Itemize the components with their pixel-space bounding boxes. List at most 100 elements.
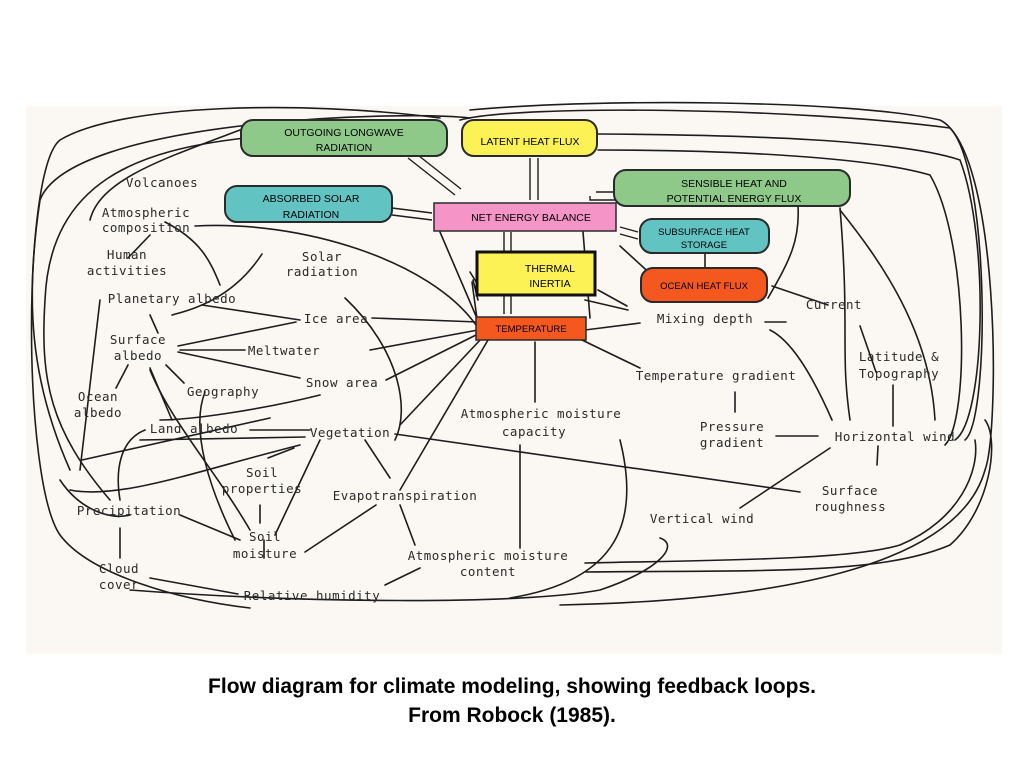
node-snow-area: Snow area [306, 375, 378, 390]
svg-text:moisture: moisture [233, 546, 297, 561]
node-land-albedo: Land albedo [150, 421, 238, 436]
node-latitude-topography: Latitude & Topography [859, 349, 939, 381]
svg-text:Topography: Topography [859, 366, 939, 381]
node-pressure-gradient: Pressure gradient [700, 419, 764, 450]
node-geography: Geography [187, 384, 259, 399]
node-atmospheric-moisture-content: Atmospheric moisture content [408, 548, 569, 579]
svg-text:STORAGE: STORAGE [681, 240, 727, 251]
box-sensible-heat-and-potential-energy-flux: SENSIBLE HEAT AND POTENTIAL ENERGY FLUX [613, 169, 851, 207]
svg-text:Surface: Surface [110, 332, 166, 347]
box-subsurface-heat-storage: SUBSURFACE HEAT STORAGE [639, 218, 770, 254]
svg-text:Atmospheric moisture: Atmospheric moisture [408, 548, 569, 563]
node-relative-humidity: Relative humidity [244, 588, 380, 603]
svg-text:Horizontal wind: Horizontal wind [835, 429, 955, 444]
caption-line-2: From Robock (1985). [408, 704, 616, 727]
node-temperature-gradient: Temperature gradient [636, 368, 797, 383]
outer-loops [30, 101, 995, 609]
svg-text:OUTGOING LONGWAVE: OUTGOING LONGWAVE [284, 127, 404, 139]
svg-text:Temperature gradient: Temperature gradient [636, 368, 797, 383]
svg-text:Ocean: Ocean [78, 389, 118, 404]
svg-text:Ice area: Ice area [304, 311, 368, 326]
svg-text:capacity: capacity [502, 424, 566, 439]
node-soil-properties: Soil properties [222, 465, 302, 496]
svg-text:cover: cover [99, 577, 139, 592]
svg-text:radiation: radiation [286, 264, 358, 279]
node-evapotranspiration: Evapotranspiration [333, 488, 477, 503]
svg-text:Surface: Surface [822, 483, 878, 498]
svg-text:roughness: roughness [814, 499, 886, 514]
node-ocean-albedo: Ocean albedo [74, 389, 122, 420]
svg-text:activities: activities [87, 263, 167, 278]
svg-text:Mixing depth: Mixing depth [657, 311, 753, 326]
node-human-activities: Human activities [87, 247, 167, 278]
node-vertical-wind: Vertical wind [650, 511, 754, 526]
node-atmospheric-composition: Atmospheric composition [102, 205, 190, 235]
climate-flow-diagram: OUTGOING LONGWAVE RADIATION LATENT HEAT … [26, 101, 1002, 654]
node-current: Current [806, 297, 862, 312]
svg-text:Geography: Geography [187, 384, 259, 399]
connections [59, 205, 936, 599]
box-latent-heat-flux: LATENT HEAT FLUX [461, 119, 598, 157]
svg-text:albedo: albedo [74, 405, 122, 420]
box-temperature: TEMPERATURE [475, 316, 587, 341]
svg-text:Soil: Soil [249, 529, 281, 544]
svg-text:Latitude &: Latitude & [859, 349, 939, 364]
node-precipitation: Precipitation [77, 503, 181, 518]
node-ice-area: Ice area [304, 311, 368, 326]
svg-text:Vertical wind: Vertical wind [650, 511, 754, 526]
svg-text:POTENTIAL ENERGY FLUX: POTENTIAL ENERGY FLUX [667, 193, 802, 205]
svg-text:Cloud: Cloud [99, 561, 139, 576]
svg-text:Soil: Soil [246, 465, 278, 480]
svg-text:Solar: Solar [302, 249, 342, 264]
svg-text:Planetary albedo: Planetary albedo [108, 291, 236, 306]
node-vegetation: Vegetation [310, 425, 390, 440]
svg-text:content: content [460, 564, 516, 579]
svg-text:RADIATION: RADIATION [283, 209, 339, 221]
node-volcanoes: Volcanoes [126, 175, 198, 190]
box-thermal-inertia: THERMAL INERTIA [475, 250, 597, 297]
svg-text:INERTIA: INERTIA [529, 278, 570, 290]
node-meltwater: Meltwater [248, 343, 320, 358]
node-soil-moisture: Soil moisture [233, 529, 297, 561]
svg-text:Land albedo: Land albedo [150, 421, 238, 436]
caption-line-1: Flow diagram for climate modeling, showi… [208, 675, 816, 698]
svg-text:LATENT HEAT FLUX: LATENT HEAT FLUX [481, 136, 580, 148]
box-outgoing-longwave-radiation: OUTGOING LONGWAVE RADIATION [240, 119, 448, 157]
svg-text:Snow area: Snow area [306, 375, 378, 390]
svg-text:NET ENERGY BALANCE: NET ENERGY BALANCE [471, 212, 591, 224]
svg-text:TEMPERATURE: TEMPERATURE [495, 324, 566, 335]
svg-text:Human: Human [107, 247, 147, 262]
svg-text:SENSIBLE HEAT AND: SENSIBLE HEAT AND [681, 178, 787, 190]
svg-text:THERMAL: THERMAL [525, 263, 575, 275]
svg-text:composition: composition [102, 220, 190, 235]
node-horizontal-wind: Horizontal wind [835, 429, 955, 444]
node-planetary-albedo: Planetary albedo [108, 291, 236, 306]
svg-text:Pressure: Pressure [700, 419, 764, 434]
node-solar-radiation: Solar radiation [286, 249, 358, 279]
svg-text:ABSORBED SOLAR: ABSORBED SOLAR [263, 193, 360, 205]
svg-text:OCEAN HEAT FLUX: OCEAN HEAT FLUX [660, 281, 748, 292]
svg-text:RADIATION: RADIATION [316, 142, 372, 154]
svg-text:gradient: gradient [700, 435, 764, 450]
node-mixing-depth: Mixing depth [657, 311, 753, 326]
svg-text:albedo: albedo [114, 348, 162, 363]
node-surface-albedo: Surface albedo [110, 332, 166, 363]
box-ocean-heat-flux: OCEAN HEAT FLUX [640, 267, 768, 303]
svg-text:Vegetation: Vegetation [310, 425, 390, 440]
svg-text:Relative humidity: Relative humidity [244, 588, 380, 603]
node-cloud-cover: Cloud cover [99, 561, 139, 592]
box-absorbed-solar-radiation: ABSORBED SOLAR RADIATION [224, 185, 393, 223]
svg-text:Precipitation: Precipitation [77, 503, 181, 518]
svg-text:Atmospheric: Atmospheric [102, 205, 190, 220]
svg-text:properties: properties [222, 481, 302, 496]
node-atmospheric-moisture-capacity: Atmospheric moisture capacity [461, 406, 622, 439]
svg-text:Current: Current [806, 297, 862, 312]
svg-text:SUBSURFACE HEAT: SUBSURFACE HEAT [658, 227, 750, 238]
svg-text:Atmospheric moisture: Atmospheric moisture [461, 406, 622, 421]
svg-text:Volcanoes: Volcanoes [126, 175, 198, 190]
box-net-energy-balance: NET ENERGY BALANCE [433, 202, 617, 232]
node-surface-roughness: Surface roughness [814, 483, 886, 514]
svg-text:Evapotranspiration: Evapotranspiration [333, 488, 477, 503]
figure-caption: Flow diagram for climate modeling, showi… [0, 672, 1024, 730]
svg-text:Meltwater: Meltwater [248, 343, 320, 358]
